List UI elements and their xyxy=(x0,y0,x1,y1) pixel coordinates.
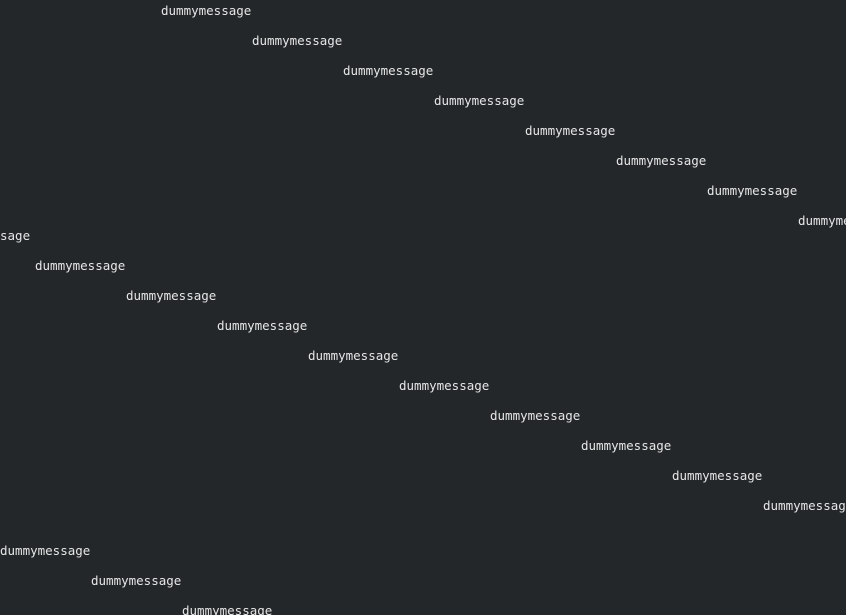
output-line: dummymessage xyxy=(707,183,798,198)
output-line: dummymessage xyxy=(434,93,525,108)
output-line: dummymessage xyxy=(581,438,672,453)
output-line: dummymessage xyxy=(308,348,399,363)
output-line: dummymessage xyxy=(343,63,434,78)
output-line: dummymessage xyxy=(35,258,126,273)
output-line-wrap-continuation: sage xyxy=(0,228,31,243)
output-line: dummymessage xyxy=(182,603,273,615)
output-line: dummymessage xyxy=(763,498,846,513)
output-line: dummymessage xyxy=(616,153,707,168)
output-line: dummymessage xyxy=(0,543,91,558)
output-line: dummymessage xyxy=(126,288,217,303)
output-line: dummymessage xyxy=(161,3,252,18)
output-line: dummymessage xyxy=(672,468,763,483)
output-line: dummymessage xyxy=(399,378,490,393)
output-line: dummymessage xyxy=(91,573,182,588)
output-line: dummymessage xyxy=(217,318,308,333)
output-line: dummymessage xyxy=(490,408,581,423)
output-line: dummymessage xyxy=(525,123,616,138)
output-line-wrapped: dummyme xyxy=(798,213,846,228)
output-line: dummymessage xyxy=(252,33,343,48)
